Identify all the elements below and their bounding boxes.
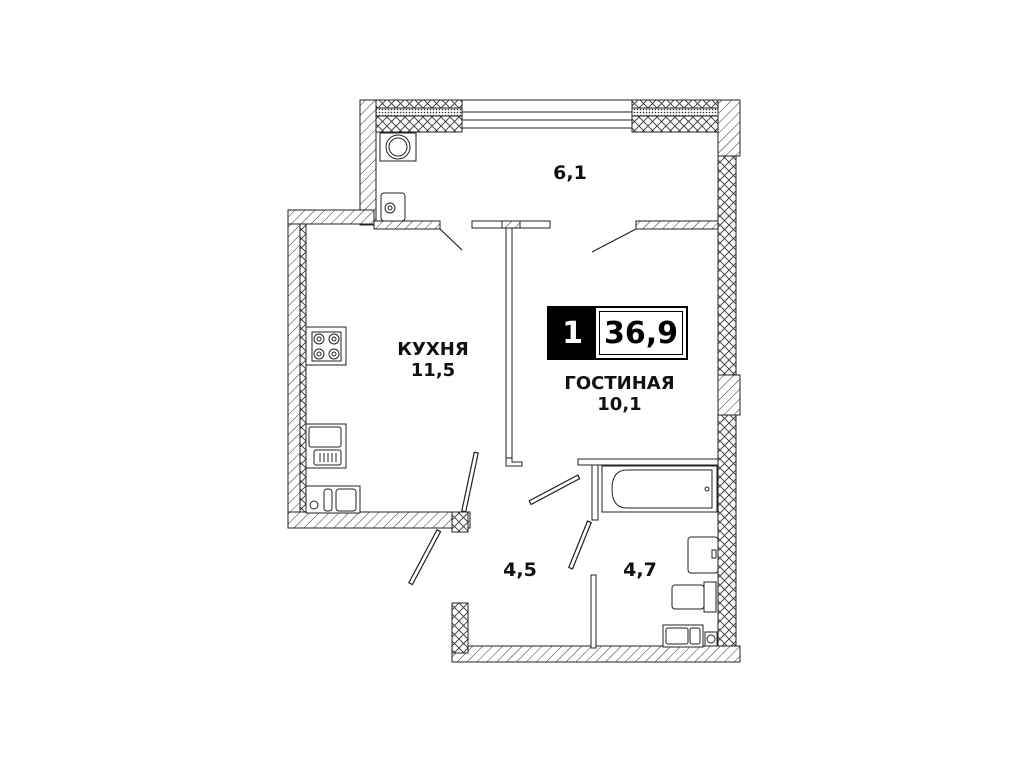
room-kitchen-area: 11,5 (410, 359, 456, 381)
bathtub-icon (601, 465, 718, 513)
room-loggia: 6,1 (540, 162, 600, 185)
wall-kitchen-bottom (287, 511, 471, 529)
room-loggia-area: 6,1 (553, 162, 587, 184)
washbasin-icon (687, 536, 719, 574)
counter-icon (305, 485, 361, 514)
walls (287, 99, 741, 663)
toilet-icon (671, 581, 717, 613)
doors (408, 228, 637, 586)
wall-hall-left (451, 602, 469, 654)
rooms-count: 1 (549, 308, 596, 358)
stove-icon (305, 326, 347, 366)
wall-loggia-left (359, 99, 377, 226)
room-kitchen-label: КУХНЯ (397, 339, 469, 360)
room-living-area: 10,1 (597, 393, 642, 415)
wall-right-upper (717, 99, 741, 157)
sink-icon (305, 423, 347, 469)
room-living: ГОСТИНАЯ 10,1 (547, 373, 692, 415)
room-hallway-area: 4,5 (503, 559, 537, 581)
apartment-area-badge: 1 36,9 (547, 306, 688, 360)
washing-machine-icon (379, 132, 417, 162)
total-area: 36,9 (599, 311, 683, 355)
room-kitchen: КУХНЯ 11,5 (378, 339, 488, 381)
partitions (373, 220, 719, 649)
laundry-sink-icon (662, 624, 718, 648)
room-bathroom-area: 4,7 (623, 559, 657, 581)
room-bathroom: 4,7 (610, 559, 670, 582)
room-living-label: ГОСТИНАЯ (564, 373, 675, 394)
room-hallway: 4,5 (490, 559, 550, 582)
window-top (461, 99, 633, 113)
boiler-icon (380, 192, 406, 222)
wall-right-mid (717, 374, 741, 416)
fixtures (305, 132, 719, 648)
